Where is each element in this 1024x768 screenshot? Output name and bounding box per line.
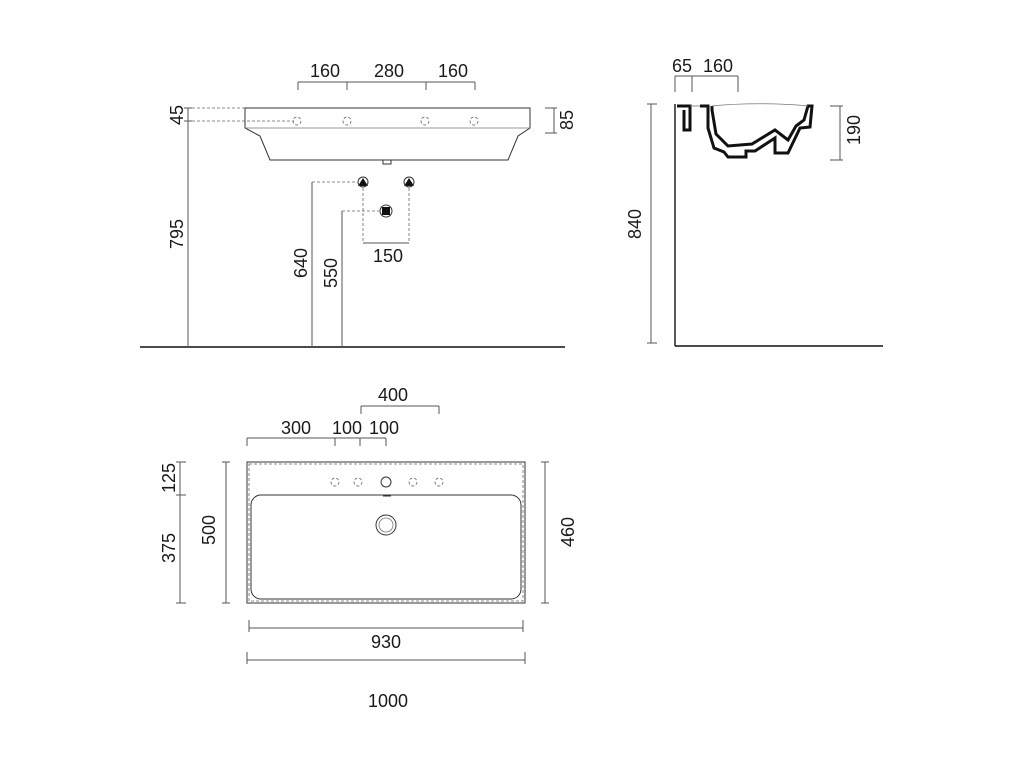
dim-label: 500	[199, 515, 219, 545]
side-view: 65 160 840 190	[625, 56, 883, 347]
basin-top-curve	[711, 103, 809, 107]
dim-label: 840	[625, 209, 645, 239]
dim-label: 85	[557, 110, 577, 130]
dim-label: 150	[373, 246, 403, 266]
dim-label: 280	[374, 61, 404, 81]
waste-outlet-icon	[382, 207, 390, 215]
tap-hole	[420, 116, 430, 126]
dim-label: 300	[281, 418, 311, 438]
dim-label: 640	[291, 248, 311, 278]
dim-label: 460	[558, 517, 578, 547]
front-view: 160 280 160 45 795 85 640 550	[140, 61, 577, 348]
basin-plan-outline	[246, 461, 526, 604]
dim-label: 45	[167, 105, 187, 125]
basin-front-outline	[244, 107, 531, 161]
supply-inlet-ring	[403, 176, 415, 188]
supply-inlet-icon	[404, 178, 414, 186]
dim-label: 125	[159, 463, 179, 493]
supply-inlet-ring	[357, 176, 369, 188]
dim-label: 190	[844, 115, 864, 145]
tap-hole-main	[380, 476, 392, 488]
tap-hole	[330, 477, 340, 487]
tap-hole	[292, 116, 302, 126]
dim-label: 795	[167, 219, 187, 249]
dim-label: 100	[369, 418, 399, 438]
basin-section-back	[677, 104, 692, 132]
drain-icon	[375, 514, 397, 536]
dim-label: 160	[310, 61, 340, 81]
plan-view: 400 300 100 100 125 375 500 460 930	[159, 385, 578, 711]
basin-section-profile	[700, 104, 814, 159]
tap-hole	[469, 116, 479, 126]
dim-label: 375	[159, 533, 179, 563]
drain-stub	[382, 159, 392, 165]
basin-plan-inner-dash	[248, 463, 524, 602]
dim-label: 930	[371, 632, 401, 652]
dim-label: 160	[703, 56, 733, 76]
tap-hole	[342, 116, 352, 126]
basin-bowl	[250, 494, 522, 600]
dim-label: 160	[438, 61, 468, 81]
dim-label: 65	[672, 56, 692, 76]
dim-label: 1000	[368, 691, 408, 711]
dim-label: 400	[378, 385, 408, 405]
dim-label: 550	[321, 258, 341, 288]
tap-hole	[434, 477, 444, 487]
supply-inlet-icon	[358, 178, 368, 186]
tap-hole	[408, 477, 418, 487]
tap-hole	[353, 477, 363, 487]
dim-label: 100	[332, 418, 362, 438]
